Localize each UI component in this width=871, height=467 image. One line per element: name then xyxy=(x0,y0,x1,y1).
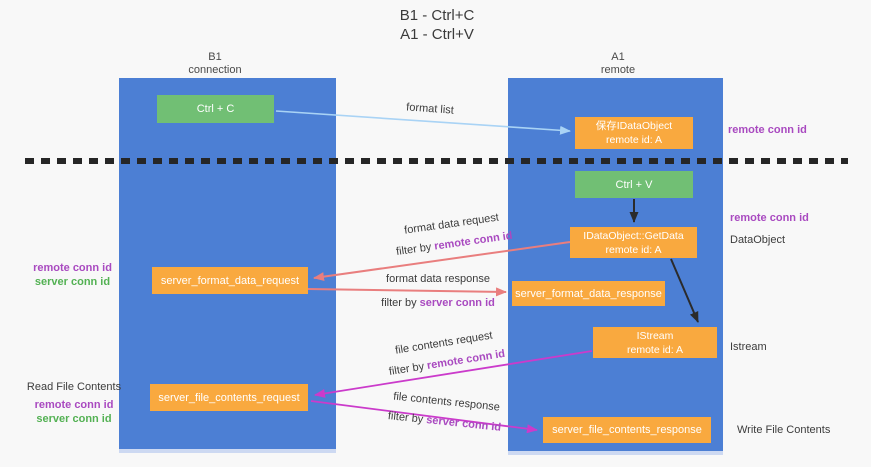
left-server-conn-id: server conn id xyxy=(34,276,111,288)
node-server-format-data-response: server_format_data_response xyxy=(512,281,665,306)
node-server-file-contents-response: server_file_contents_response xyxy=(543,417,711,443)
node-ctrl-c: Ctrl + C xyxy=(157,95,274,123)
format-data-response-label: format data response xyxy=(378,272,498,287)
remote-conn-id-annotation-mid: remote conn id xyxy=(730,212,809,224)
format-data-response-text: format data response xyxy=(386,273,490,285)
node-istream-line1: IStream xyxy=(636,329,674,342)
dataobject-annotation: DataObject xyxy=(730,234,786,246)
node-server-format-data-request: server_format_data_request xyxy=(152,267,308,294)
read-file-contents-annotation: Read File Contents remote conn id server… xyxy=(15,380,133,426)
node-save-dataobject-line1: 保存IDataObject xyxy=(595,120,673,132)
server-conn-id-text: server conn id xyxy=(419,297,495,309)
lane-header-a1: A1 remote xyxy=(558,51,678,77)
lane-header-b1: B1 connection xyxy=(155,51,275,77)
node-server-file-contents-request: server_file_contents_request xyxy=(150,384,308,411)
node-istream-line2: remote id: A xyxy=(626,343,684,356)
node-idataobject-getdata: IDataObject::GetData remote id: A xyxy=(570,227,697,258)
left-remote-conn-id: remote conn id xyxy=(33,262,112,274)
lane-a1-name: A1 xyxy=(611,51,625,63)
node-getdata-line1: IDataObject::GetData xyxy=(583,229,684,242)
format-data-request-label: format data request filter by remote con… xyxy=(381,207,525,261)
lane-a1-role: remote xyxy=(600,64,636,76)
node-save-dataobject-line2: remote id: A xyxy=(605,134,663,146)
filter-by-text: filter by xyxy=(381,297,420,309)
node-istream: IStream remote id: A xyxy=(593,327,717,358)
filter-by-text: filter by xyxy=(395,240,436,259)
file-contents-request-label: file contents request filter by remote c… xyxy=(376,326,515,382)
left-server-conn-id: server conn id xyxy=(36,413,112,425)
filter-by-text: filter by xyxy=(387,410,427,426)
node-ctrl-c-label: Ctrl + C xyxy=(196,103,235,115)
remote-conn-id-text: remote conn id xyxy=(433,229,514,253)
title-line-1: B1 - Ctrl+C xyxy=(399,7,475,24)
write-file-contents-annotation: Write File Contents xyxy=(737,424,831,436)
filter-by-server-conn-id-label: filter by server conn id xyxy=(378,296,498,311)
file-contents-response-label: file contents response filter by server … xyxy=(382,389,510,437)
node-file-response-label: server_file_contents_response xyxy=(552,424,702,436)
node-file-request-label: server_file_contents_request xyxy=(158,391,300,404)
title-line-2: A1 - Ctrl+V xyxy=(400,26,474,43)
lane-b1-role: connection xyxy=(188,64,242,76)
node-ctrl-v-label: Ctrl + V xyxy=(615,178,653,191)
filter-by-text: filter by xyxy=(388,360,429,378)
left-remote-conn-id: remote conn id xyxy=(34,399,114,411)
server-conn-id-text: server conn id xyxy=(425,414,502,434)
read-file-contents-text: Read File Contents xyxy=(26,381,122,393)
node-getdata-line2: remote id: A xyxy=(605,243,662,256)
lane-b1-name: B1 xyxy=(208,51,222,63)
node-ctrl-v: Ctrl + V xyxy=(575,171,693,198)
diagram-title: B1 - Ctrl+C A1 - Ctrl+V xyxy=(337,6,537,44)
format-data-response-arrow xyxy=(307,287,507,297)
node-format-response-label: server_format_data_response xyxy=(515,287,662,300)
istream-annotation: Istream xyxy=(730,341,767,353)
node-format-request-label: server_format_data_request xyxy=(160,274,300,287)
format-list-text: format list xyxy=(405,101,455,117)
format-list-label: format list xyxy=(385,99,476,120)
node-save-dataobject: 保存IDataObject remote id: A xyxy=(575,117,693,149)
remote-conn-id-annotation-top: remote conn id xyxy=(728,124,807,136)
left-conn-ids-annotation: remote conn id server conn id xyxy=(15,261,130,289)
